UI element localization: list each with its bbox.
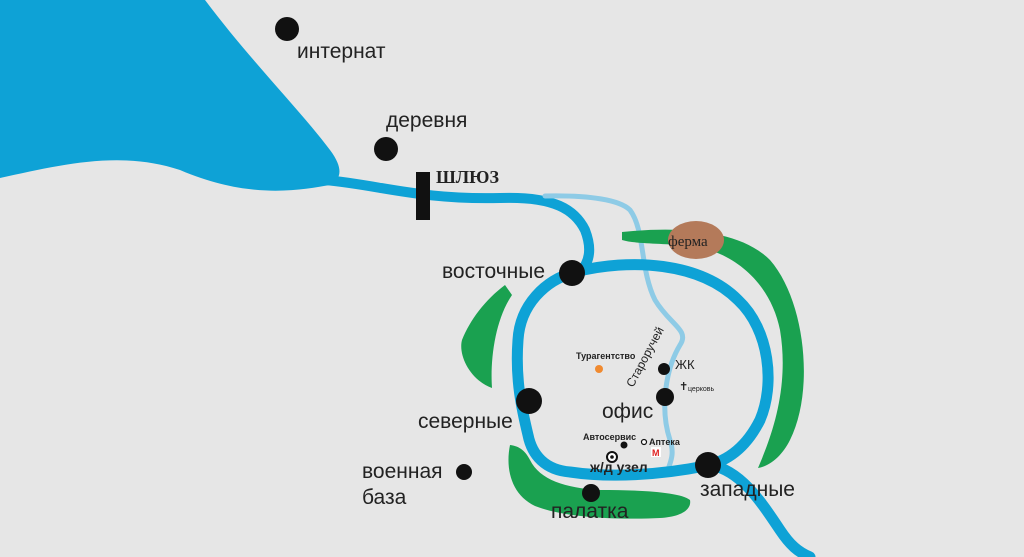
metro-label: М [652,448,660,458]
old-stream [542,193,686,473]
apteka-label: Аптека [649,437,681,447]
avtoservis-marker[interactable] [620,441,628,449]
vostochnye-label: восточные [442,260,545,283]
forest-south [508,445,691,519]
baza-label: база [362,486,407,509]
vostochnye-marker[interactable] [559,260,585,286]
lock-label: ШЛЮЗ [436,167,499,187]
river [320,175,595,277]
internat-label: интернат [297,40,386,63]
zhd-uzel-label: ж/д узел [589,459,648,475]
metro-icon [651,447,661,457]
lake [0,0,340,191]
zapadnye-label: западные [700,478,795,501]
turagentstvo-label: Турагентство [576,351,636,361]
church-icon: ✝ [679,381,688,393]
derevnya-marker[interactable] [374,137,398,161]
severnye-label: северные [418,410,513,433]
severnye-marker[interactable] [516,388,542,414]
lock-marker [416,172,430,220]
ofis-label: офис [602,400,653,423]
zhd-uzel-center [610,455,614,459]
forest-north [461,285,512,388]
apteka-marker[interactable] [640,438,648,446]
palatka-marker[interactable] [582,484,600,502]
farm-label: ферма [668,234,708,250]
zhk-label: ЖК [675,357,695,372]
turagentstvo-marker[interactable] [595,365,603,373]
palatka-label: палатка [551,500,629,523]
ring-river [511,259,774,481]
farm-area [668,221,724,259]
church-label: церковь [688,386,714,393]
forest-east [622,229,804,468]
internat-marker[interactable] [275,17,299,41]
voennaya-label: военная [362,460,443,483]
derevnya-label: деревня [386,109,467,132]
ofis-marker[interactable] [656,388,674,406]
avtoservis-label: Автосервис [583,432,636,442]
zapadnye-marker[interactable] [695,452,721,478]
zhk-marker[interactable] [658,363,670,375]
river-outflow [704,459,816,557]
voennaya-baza-marker[interactable] [456,464,472,480]
